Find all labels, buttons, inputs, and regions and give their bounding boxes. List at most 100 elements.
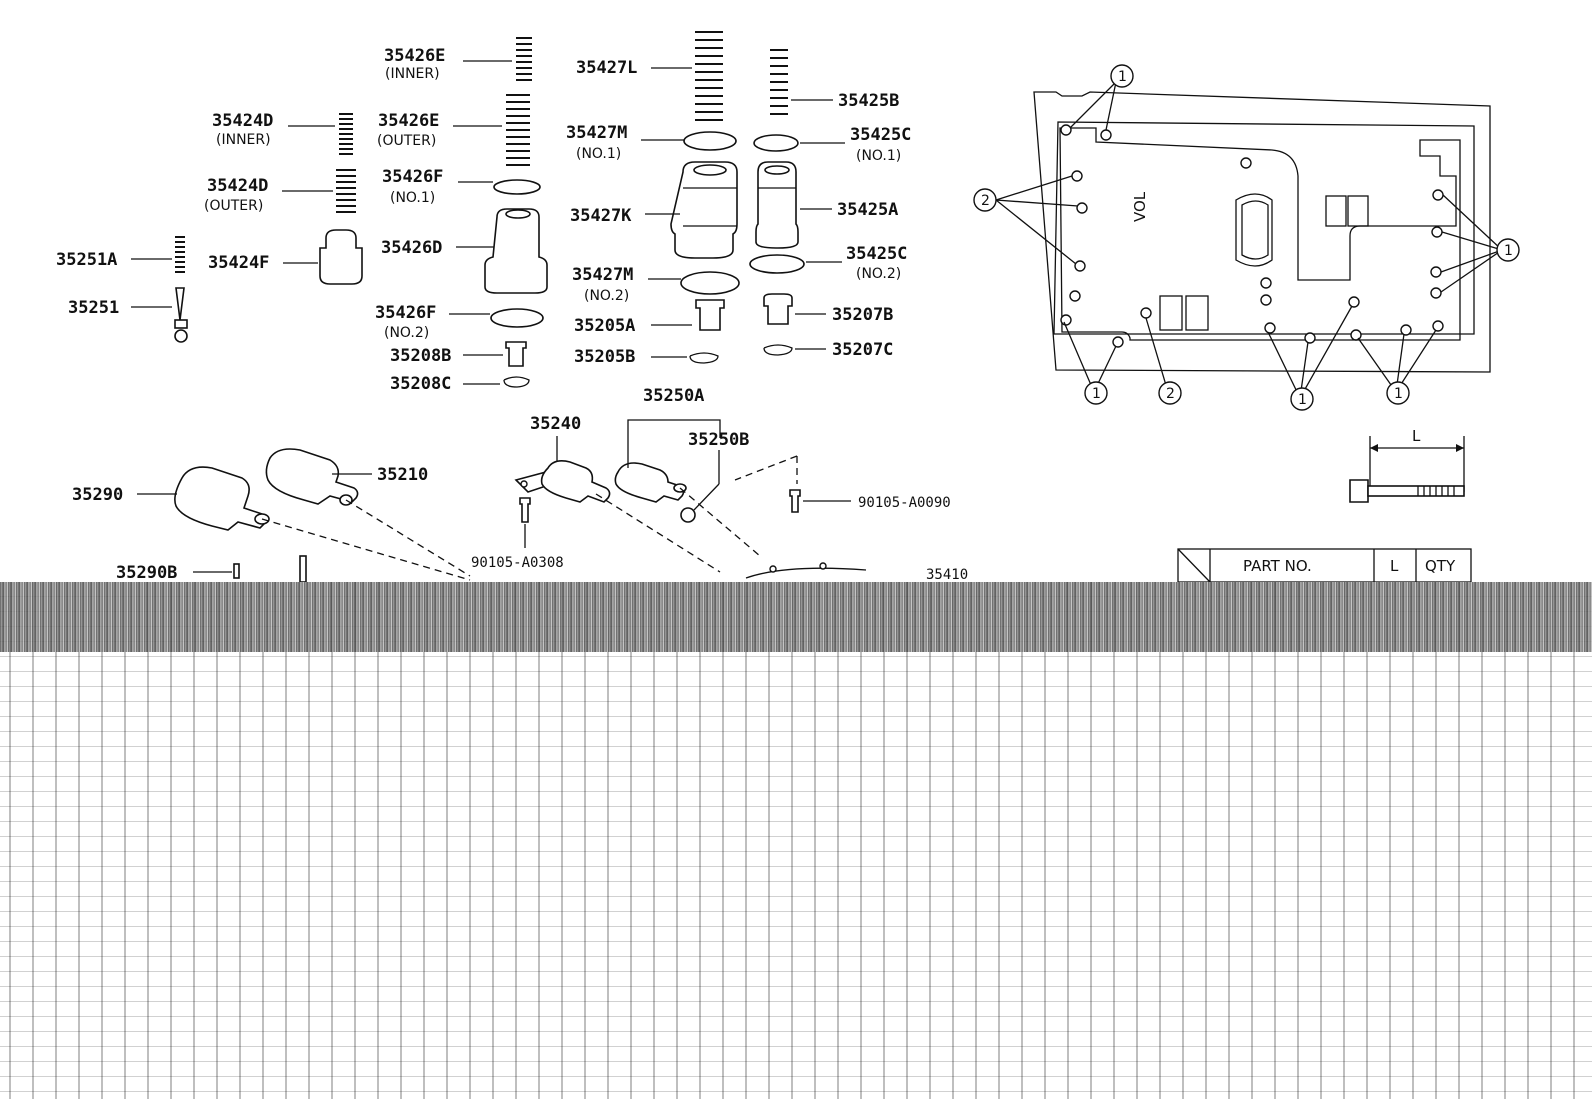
svg-text:1: 1	[1118, 69, 1127, 85]
label-35426d: 35426D	[381, 238, 442, 258]
sleeve-35427k	[670, 161, 738, 259]
bolt-90105-a0308	[519, 497, 531, 523]
valve-body-35410-edge	[745, 567, 867, 579]
label-35251: 35251	[68, 298, 119, 318]
label-35427m-no2: 35427M	[572, 265, 633, 285]
bolt-90105-a0090	[789, 489, 801, 513]
clip-35205b	[689, 352, 719, 364]
valve-35251-ball	[174, 329, 188, 343]
label-90105-a0090: 90105-A0090	[858, 495, 951, 511]
label-35290b: 35290B	[116, 563, 177, 583]
oring-35250b	[680, 507, 696, 523]
table-col-l: L	[1390, 557, 1399, 575]
group-35427: 35427L 35427M (NO.1) 35427K 35427M (NO.2…	[566, 31, 740, 367]
label-35426e-outer: 35426E	[378, 111, 439, 131]
bolt-length-label: L	[1412, 427, 1421, 445]
plate-outline	[1033, 91, 1491, 373]
label-35250a: 35250A	[643, 386, 704, 406]
label-35425b: 35425B	[838, 91, 899, 111]
svg-text:1: 1	[1298, 392, 1307, 408]
label-35427m-no2-sub: (NO.2)	[584, 288, 629, 304]
solenoid-35290	[174, 466, 267, 531]
bolt-head-icon	[1349, 479, 1369, 503]
label-35424d-outer: 35424D	[207, 176, 268, 196]
valve-body-plate: VOL	[973, 64, 1520, 411]
label-35240: 35240	[530, 414, 581, 434]
group-solenoids: 35290 35210 35240 35250A 35250B 90105-A0…	[72, 386, 968, 583]
bolt-length-legend: L	[1349, 427, 1465, 503]
label-35207b: 35207B	[832, 305, 893, 325]
label-35425c-no2: 35425C	[846, 244, 907, 264]
oring-35427m-no1	[683, 131, 737, 151]
plug-35208b	[505, 341, 527, 367]
valve-35251-stem	[175, 287, 185, 321]
clip-35207c	[763, 344, 793, 356]
label-35290: 35290	[72, 485, 123, 505]
callout-1-bottom-a: 1	[1084, 381, 1108, 405]
label-35427l: 35427L	[576, 58, 637, 78]
callout-1-top: 1	[1110, 64, 1134, 88]
clip-35208c	[503, 376, 530, 388]
callout-2-bottom: 2	[1158, 381, 1182, 405]
label-35427k: 35427K	[570, 206, 632, 226]
scan-noise-region	[0, 582, 1592, 1099]
label-35426f-no2: 35426F	[375, 303, 436, 323]
plate-window	[1235, 193, 1273, 267]
label-35205b: 35205B	[574, 347, 635, 367]
bolt-holes	[1060, 124, 1444, 348]
sleeve-35426d	[484, 208, 548, 294]
label-35424f: 35424F	[208, 253, 269, 273]
callout-1-right: 1	[1496, 238, 1520, 262]
spring-35426e-outer	[506, 94, 530, 166]
label-35426f-no1: 35426F	[382, 167, 443, 187]
plug-35205a	[695, 299, 725, 331]
callout-1-bottom-b: 1	[1290, 387, 1314, 411]
label-35425c-no2-sub: (NO.2)	[856, 266, 901, 282]
label-35424d-inner-sub: (INNER)	[216, 132, 271, 148]
svg-text:2: 2	[981, 193, 990, 209]
label-35424d-inner: 35424D	[212, 111, 273, 131]
table-col-part-no: PART NO.	[1243, 557, 1312, 575]
leader-35250a	[627, 419, 721, 468]
svg-text:1: 1	[1092, 386, 1101, 402]
plug-35207b	[763, 293, 793, 325]
oring-35425c-no1	[753, 134, 799, 152]
svg-text:1: 1	[1504, 243, 1513, 259]
spring-35425b	[770, 49, 788, 115]
label-35205a: 35205A	[574, 316, 635, 336]
label-35424d-outer-sub: (OUTER)	[204, 198, 263, 214]
group-35426: 35426E (INNER) 35426E (OUTER) 35426F (NO…	[375, 37, 548, 394]
plate-marking: VOL	[1131, 191, 1149, 222]
table-col-qty: QTY	[1425, 557, 1456, 575]
label-35426e-inner: 35426E	[384, 46, 445, 66]
spring-35251a	[175, 236, 185, 273]
oring-35426f-no1	[493, 179, 541, 195]
label-35207c: 35207C	[832, 340, 893, 360]
oring-35425c-no2	[749, 254, 805, 274]
label-35250b: 35250B	[688, 430, 749, 450]
label-35427m-no1: 35427M	[566, 123, 627, 143]
oring-35426f-no2	[490, 308, 544, 328]
label-35427m-no1-sub: (NO.1)	[576, 146, 621, 162]
solenoid-35250a	[614, 462, 685, 503]
plug-35424f	[319, 229, 363, 285]
group-35424: 35424D (INNER) 35424D (OUTER) 35424F 352…	[56, 111, 363, 343]
group-35425: 35425B 35425C (NO.1) 35425A 35425C (NO.2…	[749, 49, 911, 360]
label-35251a: 35251A	[56, 250, 117, 270]
oring-35427m-no2	[680, 271, 740, 295]
label-35426f-no1-sub: (NO.1)	[390, 190, 435, 206]
label-90105-a0308: 90105-A0308	[471, 555, 564, 571]
label-35426e-outer-sub: (OUTER)	[377, 133, 436, 149]
label-35210: 35210	[377, 465, 428, 485]
label-35208b: 35208B	[390, 346, 451, 366]
scan-noise-band	[0, 582, 1592, 652]
label-35208c: 35208C	[390, 374, 451, 394]
svg-text:2: 2	[1166, 386, 1175, 402]
callout-2-left: 2	[973, 188, 997, 212]
label-35410: 35410	[926, 567, 968, 583]
label-35426e-inner-sub: (INNER)	[385, 66, 440, 82]
sleeve-35425a	[755, 161, 799, 249]
spring-35424d-inner	[339, 113, 353, 155]
spring-35424d-outer	[336, 169, 356, 213]
